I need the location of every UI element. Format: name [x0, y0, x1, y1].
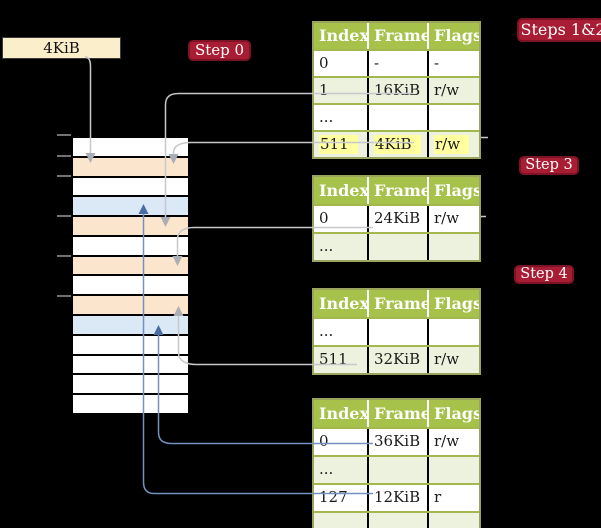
- virtual-page-size-label: 4KiB: [43, 39, 80, 57]
- table-cell: [429, 513, 479, 528]
- header-cell-frame: Frame: [369, 23, 429, 49]
- table-cell: [369, 105, 429, 130]
- table-cell: ...: [314, 105, 369, 130]
- table-cell: 0: [314, 51, 369, 76]
- badge-steps-1-2: Steps 1&2: [517, 18, 601, 42]
- header-cell-index: Index: [314, 177, 369, 204]
- table-cell: [369, 513, 429, 528]
- table-cell: 32KiB: [369, 347, 429, 373]
- table-cell: [429, 105, 479, 130]
- table-cell: r/w: [434, 81, 460, 99]
- memory-frame-row-11: [73, 353, 188, 374]
- header-cell-frame: Frame: [369, 400, 429, 427]
- table-cell: -: [369, 51, 429, 76]
- header-cell-frame: Frame: [369, 290, 429, 317]
- memory-frame-row-2: [73, 175, 188, 196]
- physical-memory-stack: [71, 136, 190, 415]
- table-cell: [369, 319, 429, 345]
- memory-frame-row-13: [73, 393, 188, 413]
- header-cell-flags: Flags: [434, 294, 479, 313]
- table-cell: [369, 234, 429, 260]
- highlighted-value: r/w: [434, 135, 470, 154]
- table-cell: r/w: [434, 209, 460, 227]
- table-cell: 511: [314, 347, 369, 373]
- table-cell: ...: [314, 234, 369, 260]
- table-cell: [429, 234, 479, 260]
- highlighted-value: 511: [319, 135, 358, 154]
- memory-frame-row-12: [73, 373, 188, 394]
- highlighted-value: 4KiB: [374, 135, 421, 154]
- header-cell-frame: Frame: [369, 177, 429, 204]
- badge-step-0: Step 0: [188, 40, 251, 61]
- memory-frame-row-8: [73, 294, 188, 315]
- badge-step-4-label: Step 4: [520, 266, 568, 282]
- table-row-3: ...: [314, 511, 479, 528]
- table-row-2: ...: [314, 103, 479, 130]
- table-cell: r/w: [434, 350, 460, 368]
- memory-frame-row-7: [73, 274, 188, 295]
- badge-steps-1-2-label: Steps 1&2: [520, 20, 601, 39]
- table-cell: 0: [314, 429, 369, 455]
- memory-frame-row-5: [73, 234, 188, 255]
- table-cell: 16KiB: [369, 78, 429, 103]
- table-row-3: 511 4KiB r/w: [314, 130, 479, 157]
- table-cell: 1: [314, 78, 369, 103]
- table-cell: 36KiB: [369, 429, 429, 455]
- table-row-1: ...: [314, 455, 479, 483]
- memory-frame-row-0: [73, 138, 188, 156]
- table-cell: [429, 457, 479, 483]
- header-cell-index: Index: [314, 290, 369, 317]
- table-cell: r: [434, 488, 442, 506]
- badge-step-3: Step 3: [519, 156, 579, 175]
- table-cell: 127: [314, 485, 369, 511]
- memory-frame-row-6: [73, 254, 188, 275]
- memory-frame-row-1: [73, 155, 188, 176]
- table-cell: -: [434, 54, 440, 72]
- badge-step-4: Step 4: [514, 265, 574, 284]
- table-cell: r/w: [434, 432, 460, 450]
- badge-step-0-label: Step 0: [194, 41, 245, 59]
- table-cell: 12KiB: [369, 485, 429, 511]
- table-cell: ...: [314, 319, 369, 345]
- header-cell-index: Index: [314, 400, 369, 427]
- table-cell: 511: [314, 132, 369, 157]
- virtual-page-size-box: 4KiB: [2, 37, 121, 59]
- badge-step-3-label: Step 3: [525, 157, 573, 173]
- table-cell: [429, 319, 479, 345]
- table-cell: ...: [314, 457, 369, 483]
- header-cell-flags: Flags: [434, 26, 479, 45]
- memory-frame-row-9: [73, 314, 188, 334]
- header-cell-flags: Flags: [434, 181, 479, 200]
- header-cell-flags: Flags: [434, 404, 479, 423]
- table-row-1: ...: [314, 232, 479, 260]
- table-cell: ...: [314, 513, 369, 528]
- table-cell: r/w: [429, 132, 479, 157]
- memory-frame-row-4: [73, 215, 188, 235]
- header-cell-index: Index: [314, 23, 369, 49]
- stack-ticks: [57, 134, 71, 297]
- table-row-0: ...: [314, 317, 479, 345]
- table-cell: 0: [314, 206, 369, 232]
- table-cell: [369, 457, 429, 483]
- table-cell: 4KiB: [369, 132, 429, 157]
- memory-frame-row-10: [73, 333, 188, 354]
- memory-frame-row-3: [73, 195, 188, 216]
- table-row-0: 0--: [314, 49, 479, 76]
- table-cell: 24KiB: [369, 206, 429, 232]
